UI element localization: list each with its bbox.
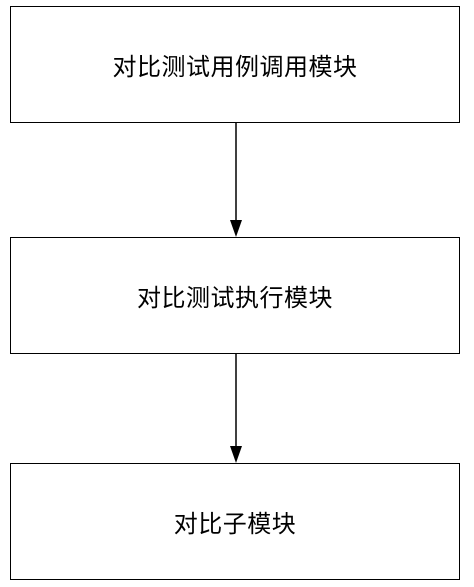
module-box-test-execution: 对比测试执行模块 <box>10 237 460 354</box>
arrow-head <box>230 446 242 463</box>
flow-arrow-2 <box>230 354 242 463</box>
module-label: 对比子模块 <box>173 510 297 538</box>
module-label: 对比测试用例调用模块 <box>112 53 358 81</box>
flow-arrow-1 <box>230 123 242 237</box>
module-label: 对比测试执行模块 <box>137 284 333 312</box>
module-box-comparison-submodule: 对比子模块 <box>10 463 460 580</box>
module-box-test-case-invocation: 对比测试用例调用模块 <box>10 6 460 123</box>
arrow-head <box>230 220 242 237</box>
